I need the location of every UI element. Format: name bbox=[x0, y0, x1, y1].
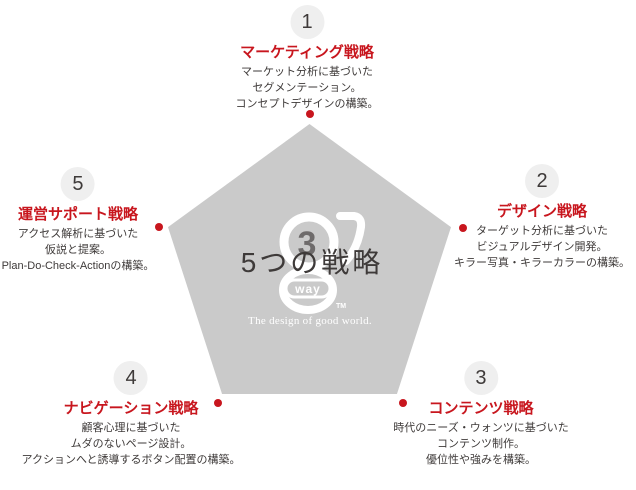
strategy-1-description-line: セグメンテーション。 bbox=[252, 82, 362, 94]
logo-tm-mark: TM bbox=[336, 303, 346, 310]
strategy-3-description-line: 時代のニーズ・ウォンツに基づいた bbox=[393, 422, 569, 434]
pentagon-vertex-dot-right bbox=[459, 224, 467, 232]
diagram-title: 5つの戦略 bbox=[240, 247, 384, 278]
strategy-5-number-badge: 5 bbox=[60, 167, 95, 201]
strategy-3-description-line: コンテンツ制作。 bbox=[436, 438, 525, 450]
strategy-2-design: 2 デザイン戦略 ターゲット分析に基づいた ビジュアルデザイン開発。 キラー写真… bbox=[454, 164, 630, 271]
strategy-4-description-line: ムダのないページ設計。 bbox=[70, 438, 192, 450]
strategy-4-description-line: アクションへと誘導するボタン配置の構築。 bbox=[21, 454, 241, 466]
strategy-3-description-line: 優位性や強みを構築。 bbox=[425, 454, 536, 466]
strategy-3-number-badge: 3 bbox=[463, 361, 498, 395]
strategy-2-title: デザイン戦略 bbox=[496, 203, 587, 220]
strategy-4-description-line: 顧客心理に基づいた bbox=[81, 422, 181, 434]
strategy-4-title: ナビゲーション戦略 bbox=[63, 400, 199, 417]
strategy-2-description-line: ターゲット分析に基づいた bbox=[476, 225, 608, 237]
logo-g-ear bbox=[336, 212, 366, 265]
strategy-1-marketing: 1 マーケティング戦略 マーケット分析に基づいた セグメンテーション。 コンセプ… bbox=[236, 5, 379, 112]
strategy-2-description-line: キラー写真・キラーカラーの構築。 bbox=[454, 257, 630, 269]
logo-g-bottom-loop bbox=[279, 266, 337, 314]
strategy-2-description-line: ビジュアルデザイン開発。 bbox=[476, 241, 608, 253]
strategy-1-title: マーケティング戦略 bbox=[240, 44, 374, 61]
logo-way-pill bbox=[284, 278, 332, 299]
strategy-4-number-badge: 4 bbox=[114, 361, 148, 395]
logo-number-3: 3 bbox=[298, 225, 317, 263]
strategy-1-description-line: マーケット分析に基づいた bbox=[241, 66, 373, 78]
logo-way-label: way bbox=[294, 282, 321, 296]
strategy-5-description-line: 仮説と提案。 bbox=[44, 244, 111, 256]
logo-tagline: The design of good world. bbox=[248, 315, 372, 327]
strategy-5-description-line: アクセス解析に基づいた bbox=[17, 228, 139, 240]
strategy-1-number-badge: 1 bbox=[290, 5, 324, 39]
strategy-3-content: 3 コンテンツ戦略 時代のニーズ・ウォンツに基づいた コンテンツ制作。 優位性や… bbox=[393, 361, 569, 468]
threeg-way-logo-icon: 3 way TM bbox=[279, 212, 366, 314]
strategy-1-description-line: コンセプトデザインの構築。 bbox=[235, 98, 379, 110]
strategy-4-navigation: 4 ナビゲーション戦略 顧客心理に基づいた ムダのないページ設計。 アクションへ… bbox=[21, 361, 241, 468]
strategy-2-number-badge: 2 bbox=[525, 164, 559, 198]
strategy-5-operation-support: 5 運営サポート戦略 アクセス解析に基づいた 仮説と提案。 Plan-Do-Ch… bbox=[1, 167, 155, 274]
pentagon-vertex-dot-bottom-left bbox=[214, 399, 222, 407]
strategy-3-title: コンテンツ戦略 bbox=[428, 400, 534, 417]
strategy-5-title: 運営サポート戦略 bbox=[17, 206, 139, 223]
pentagon-vertex-dot-left bbox=[155, 223, 163, 231]
strategy-5-description-line: Plan-Do-Check-Actionの構築。 bbox=[1, 260, 155, 272]
pentagon-vertex-dot-bottom-right bbox=[399, 399, 407, 407]
pentagon-vertex-dot-top bbox=[306, 110, 314, 118]
